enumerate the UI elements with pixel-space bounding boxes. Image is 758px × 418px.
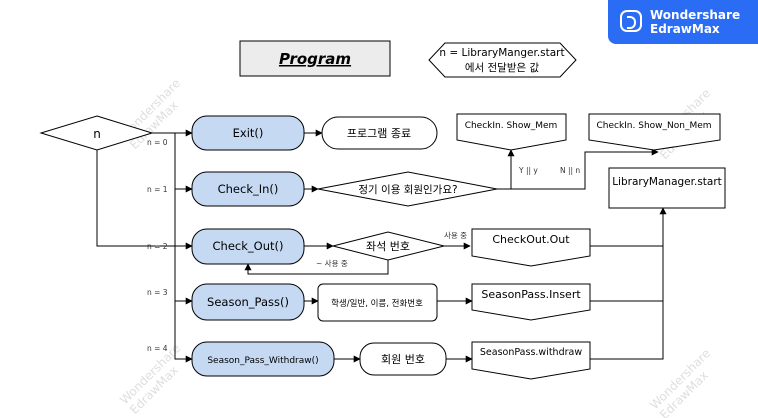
- badge-line-2: EdrawMax: [650, 22, 720, 36]
- decision-seat-number[interactable]: 좌석 번호: [332, 231, 445, 261]
- process-withdraw-label: Season_Pass_Withdraw(): [207, 356, 318, 366]
- connectors: [96, 129, 667, 363]
- decision-seat-number-label: 좌석 번호: [366, 240, 410, 253]
- decision-n-label: n: [93, 127, 101, 141]
- process-exit[interactable]: Exit(): [191, 115, 305, 151]
- output-show-mem-label: CheckIn. Show_Mem: [465, 121, 558, 131]
- branch-label-4: n = 4: [147, 344, 168, 353]
- edge-label-no: N || n: [560, 166, 580, 175]
- process-check-out[interactable]: Check_Out(): [191, 228, 305, 265]
- process-check-out-label: Check_Out(): [213, 239, 284, 253]
- output-checkout-out-label: CheckOut.Out: [492, 233, 570, 246]
- process-check-in[interactable]: Check_In(): [191, 171, 305, 207]
- output-show-mem[interactable]: CheckIn. Show_Mem: [456, 113, 567, 151]
- terminal-exit-end-label: 프로그램 종료: [347, 127, 411, 140]
- edge-labels: Y || y N || n 사용 중 ~ 사용 중: [316, 166, 580, 268]
- input-member-number-label: 회원 번호: [381, 353, 425, 366]
- program-title: Program: [279, 50, 351, 68]
- output-checkout-out[interactable]: CheckOut.Out: [471, 228, 591, 267]
- process-withdraw[interactable]: Season_Pass_Withdraw(): [191, 341, 335, 377]
- input-student-info[interactable]: 학생/일반, 이름, 전화번호: [317, 283, 438, 322]
- edrawmax-logo-icon: [620, 10, 642, 32]
- process-exit-label: Exit(): [233, 126, 264, 140]
- badge-line-1: Wondershare: [650, 8, 741, 22]
- output-library-start[interactable]: LibraryManager.start: [608, 167, 726, 209]
- branch-label-1: n = 1: [147, 185, 168, 194]
- decision-n[interactable]: n: [39, 115, 154, 151]
- program-title-box[interactable]: Program: [239, 40, 391, 77]
- edge-label-not-in-use: ~ 사용 중: [316, 259, 348, 268]
- terminal-exit-end[interactable]: 프로그램 종료: [321, 116, 438, 150]
- edrawmax-badge[interactable]: Wondershare EdrawMax: [608, 0, 758, 44]
- input-member-number[interactable]: 회원 번호: [359, 342, 447, 376]
- edge-label-yes: Y || y: [518, 166, 538, 175]
- branch-label-2: n = 2: [147, 242, 168, 251]
- note-line-1: n = LibraryManger.start: [439, 47, 564, 59]
- note-hexagon[interactable]: n = LibraryManger.start 에서 전달받은 값: [428, 42, 577, 78]
- note-line-2: 에서 전달받은 값: [465, 62, 540, 74]
- process-check-in-label: Check_In(): [218, 182, 279, 196]
- output-seasonpass-insert[interactable]: SeasonPass.Insert: [471, 283, 591, 321]
- decision-membership[interactable]: 정기 이용 회원인가요?: [317, 171, 498, 207]
- process-season-pass[interactable]: Season_Pass(): [191, 283, 305, 321]
- decision-membership-label: 정기 이용 회원인가요?: [358, 184, 457, 196]
- branch-label-0: n = 0: [147, 138, 168, 147]
- output-show-non-mem[interactable]: CheckIn. Show_Non_Mem: [588, 113, 721, 151]
- output-seasonpass-withdraw-label: SeasonPass.withdraw: [480, 347, 582, 358]
- input-student-info-label: 학생/일반, 이름, 전화번호: [331, 298, 423, 309]
- output-show-non-mem-label: CheckIn. Show_Non_Mem: [596, 121, 711, 131]
- output-seasonpass-withdraw[interactable]: SeasonPass.withdraw: [471, 341, 591, 380]
- output-library-start-label: LibraryManager.start: [612, 176, 722, 188]
- edge-label-in-use: 사용 중: [444, 231, 467, 240]
- branch-label-3: n = 3: [147, 288, 168, 297]
- process-season-pass-label: Season_Pass(): [207, 295, 289, 309]
- output-seasonpass-insert-label: SeasonPass.Insert: [481, 288, 581, 301]
- branch-labels: n = 0 n = 1 n = 2 n = 3 n = 4: [147, 138, 168, 353]
